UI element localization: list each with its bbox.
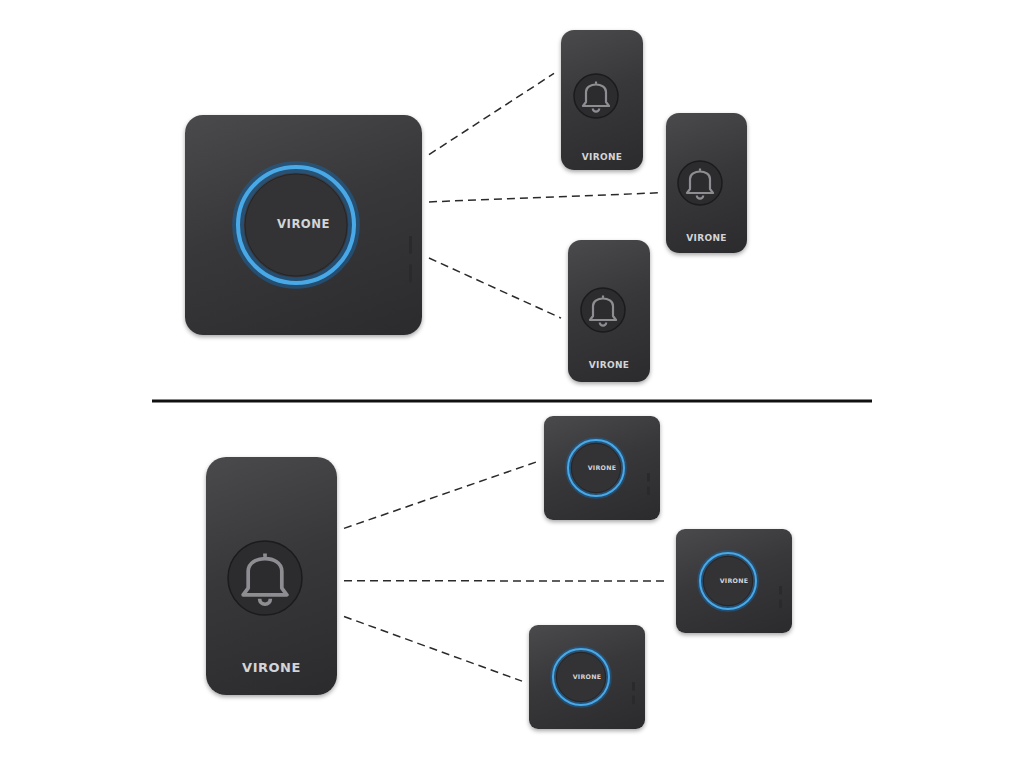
wireless-link	[429, 258, 561, 318]
brand-label: VIRONE	[568, 361, 650, 370]
bell-symbol	[583, 81, 609, 111]
wireless-link	[429, 193, 659, 202]
chime-receiver: VIRONE	[544, 416, 660, 520]
wireless-link	[344, 580, 669, 582]
divider-line	[152, 400, 872, 403]
side-key	[647, 473, 650, 481]
brand-label: VIRONE	[185, 219, 422, 231]
push-button	[581, 288, 625, 332]
brand-label: VIRONE	[676, 578, 792, 584]
side-key	[647, 487, 650, 495]
push-button	[678, 161, 722, 205]
chime-receiver: VIRONE	[185, 115, 422, 335]
doorbell-button: VIRONE	[666, 113, 747, 253]
bell-icon	[561, 30, 631, 170]
side-key	[409, 236, 412, 254]
side-key	[632, 682, 635, 690]
doorbell-button: VIRONE	[568, 240, 650, 382]
side-key	[779, 600, 782, 608]
chime-receiver: VIRONE	[676, 529, 792, 633]
doorbell-button: VIRONE	[206, 457, 337, 695]
side-key	[779, 586, 782, 594]
side-key	[409, 265, 412, 283]
wireless-link	[344, 616, 522, 681]
side-key	[632, 696, 635, 704]
push-button	[574, 74, 618, 118]
bell-symbol	[687, 168, 713, 198]
brand-label: VIRONE	[561, 153, 643, 162]
push-button	[228, 541, 302, 615]
wireless-link	[429, 73, 554, 154]
bell-symbol	[243, 553, 287, 604]
chime-receiver: VIRONE	[529, 625, 645, 729]
brand-label: VIRONE	[666, 234, 747, 243]
brand-label: VIRONE	[544, 465, 660, 471]
bell-icon	[666, 113, 735, 253]
bell-symbol	[590, 295, 616, 325]
bell-icon	[206, 457, 325, 695]
doorbell-button: VIRONE	[561, 30, 643, 170]
brand-label: VIRONE	[206, 661, 337, 674]
wireless-link	[344, 462, 537, 529]
brand-label: VIRONE	[529, 674, 645, 680]
